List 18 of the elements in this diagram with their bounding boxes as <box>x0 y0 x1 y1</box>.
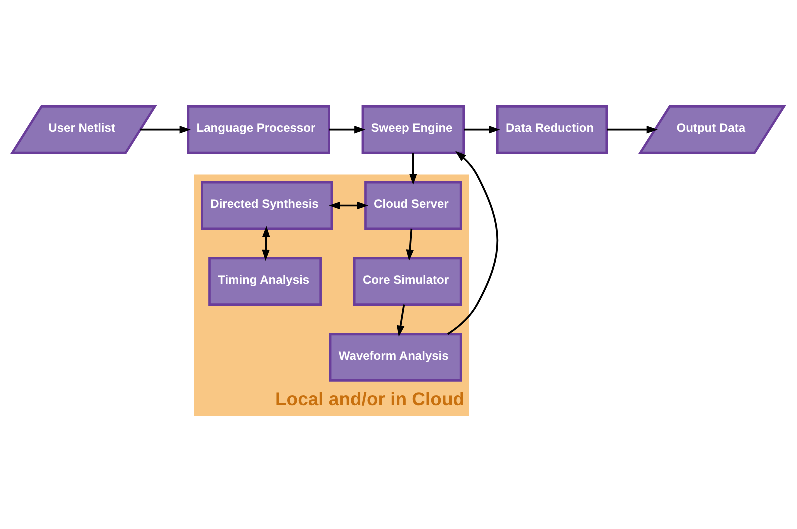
node-box: Cloud Server <box>364 180 462 230</box>
node-box: Timing Analysis <box>208 256 322 306</box>
arrow <box>262 226 270 261</box>
node-box: Data Reduction <box>496 105 608 154</box>
node-box: Directed Synthesis <box>201 180 334 230</box>
node-box: Language Processor <box>187 105 330 154</box>
arrow <box>406 228 414 261</box>
arrow <box>140 125 191 134</box>
arrow <box>329 201 368 210</box>
arrow <box>410 152 418 185</box>
arrow <box>464 125 500 134</box>
node-box: Sweep Engine <box>362 105 465 154</box>
arrow <box>329 125 366 134</box>
arrow <box>396 304 406 336</box>
node-box: Core Simulator <box>353 256 462 306</box>
arrow <box>607 125 658 134</box>
arrow <box>447 150 499 335</box>
node-box: Waveform Analysis <box>329 332 462 382</box>
